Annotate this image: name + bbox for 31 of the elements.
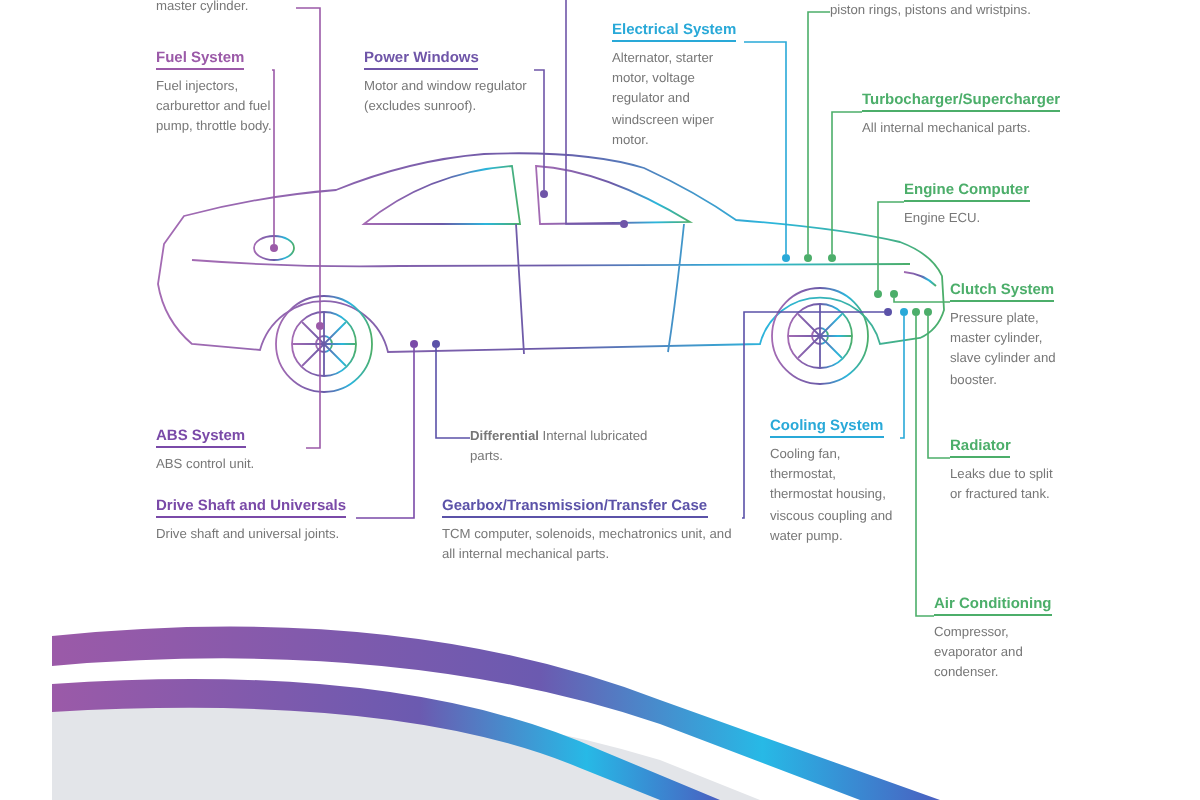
- leader-line: [355, 347, 415, 519]
- connection-dot: [874, 290, 882, 298]
- connection-dot: [912, 308, 920, 316]
- connection-dot: [890, 290, 898, 298]
- leader-line: [565, 0, 621, 225]
- leader-line: [295, 7, 321, 323]
- connection-dot: [620, 220, 628, 228]
- leader-line: [533, 69, 545, 191]
- leader-line: [305, 329, 321, 449]
- leader-line: [741, 311, 885, 519]
- leader-line: [831, 111, 863, 255]
- connection-dot: [884, 308, 892, 316]
- leader-line: [435, 347, 471, 439]
- connection-dot: [540, 190, 548, 198]
- leader-line: [743, 41, 787, 255]
- leader-line: [271, 69, 275, 245]
- leader-line: [927, 315, 951, 459]
- connection-dot: [804, 254, 812, 262]
- connection-dot: [316, 322, 324, 330]
- leader-line: [807, 11, 831, 255]
- connection-dot: [924, 308, 932, 316]
- connection-dot: [410, 340, 418, 348]
- leader-line: [893, 297, 951, 303]
- leader-line: [915, 315, 935, 617]
- leader-line: [899, 315, 905, 439]
- leader-line: [877, 201, 905, 291]
- connection-dot: [782, 254, 790, 262]
- connection-dot: [828, 254, 836, 262]
- connection-dot: [900, 308, 908, 316]
- connection-dot: [432, 340, 440, 348]
- connection-dot: [270, 244, 278, 252]
